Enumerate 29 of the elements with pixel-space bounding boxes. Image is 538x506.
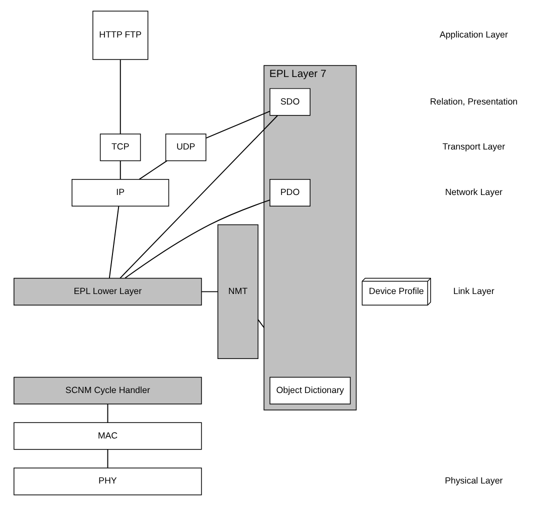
connector xyxy=(138,160,168,180)
node-box: Object Dictionary xyxy=(270,376,351,404)
node-box: PDO xyxy=(270,178,310,206)
label: Network Layer xyxy=(445,187,503,198)
label: Application Layer xyxy=(440,30,508,40)
connector xyxy=(107,449,108,468)
connector xyxy=(107,404,108,423)
connector xyxy=(258,319,264,328)
node-box: EPL Lower Layer xyxy=(14,278,202,306)
node-box: MAC xyxy=(14,422,202,450)
connector xyxy=(108,206,120,279)
connector xyxy=(201,291,218,292)
node-box: SCNM Cycle Handler xyxy=(14,376,202,404)
node-box: HTTP FTP xyxy=(92,10,148,60)
node-box: UDP xyxy=(165,134,206,162)
connector xyxy=(120,59,121,134)
node-box: SDO xyxy=(270,88,310,116)
label: Physical Layer xyxy=(444,476,503,486)
label: Link Layer xyxy=(453,286,494,296)
connector xyxy=(120,115,278,279)
node-box: TCP xyxy=(100,134,141,162)
connector xyxy=(124,200,270,279)
connector xyxy=(120,160,121,180)
label: Transport Layer xyxy=(442,142,506,152)
node-box: IP xyxy=(72,178,170,206)
label: Relation, Presentation xyxy=(430,96,518,106)
connector xyxy=(206,110,270,139)
node-box: PHY xyxy=(14,468,202,496)
node-box: NMT xyxy=(217,224,258,360)
